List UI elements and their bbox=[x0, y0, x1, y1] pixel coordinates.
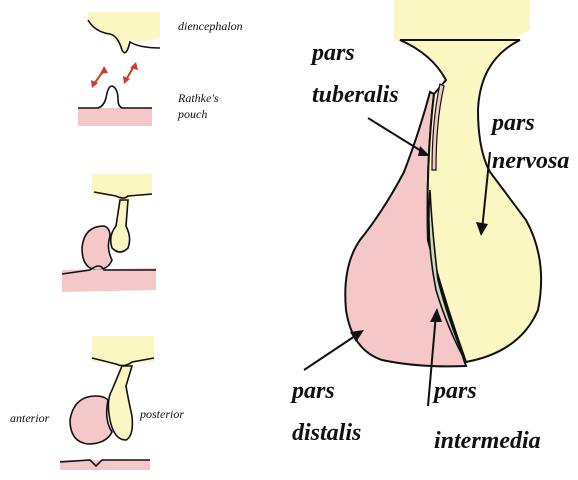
label-pars-tuberalis-line2: tuberalis bbox=[312, 82, 399, 108]
label-pars-nervosa-line1: pars bbox=[490, 110, 535, 136]
stage-3-late: anterior posterior bbox=[10, 336, 184, 470]
stage1-rathke-pouch-outline bbox=[78, 86, 152, 108]
label-rathkes-pouch-line2: pouch bbox=[177, 107, 207, 121]
stage3-posterior-lobe bbox=[108, 366, 132, 440]
label-rathkes-pouch-line1: Rathke's bbox=[177, 91, 219, 105]
label-pars-tuberalis-line1: pars bbox=[310, 40, 355, 66]
stage1-arrowhead-right-up bbox=[130, 62, 138, 70]
stage-1-early: diencephalon Rathke's pouch bbox=[78, 12, 243, 126]
stage1-rathke-tissue bbox=[78, 108, 152, 126]
label-posterior: posterior bbox=[139, 407, 184, 421]
label-pars-nervosa-line2: nervosa bbox=[492, 148, 569, 174]
stage2-stalk bbox=[111, 200, 130, 252]
label-diencephalon: diencephalon bbox=[178, 19, 243, 33]
label-pars-intermedia-line2: intermedia bbox=[434, 428, 541, 454]
stage-2-middle bbox=[62, 174, 156, 292]
label-pars-intermedia-line1: pars bbox=[432, 378, 477, 404]
label-pars-distalis-line2: distalis bbox=[292, 420, 361, 446]
label-pars-distalis-line1: pars bbox=[290, 378, 335, 404]
stage2-anterior-bud bbox=[82, 226, 112, 270]
adult-pituitary: pars tuberalis pars nervosa pars distali… bbox=[290, 0, 569, 454]
stage3-anterior-lobe bbox=[70, 396, 112, 444]
label-anterior: anterior bbox=[10, 411, 50, 425]
arrow-pars-distalis bbox=[304, 334, 358, 370]
stage1-arrowhead-left-up bbox=[100, 66, 108, 74]
